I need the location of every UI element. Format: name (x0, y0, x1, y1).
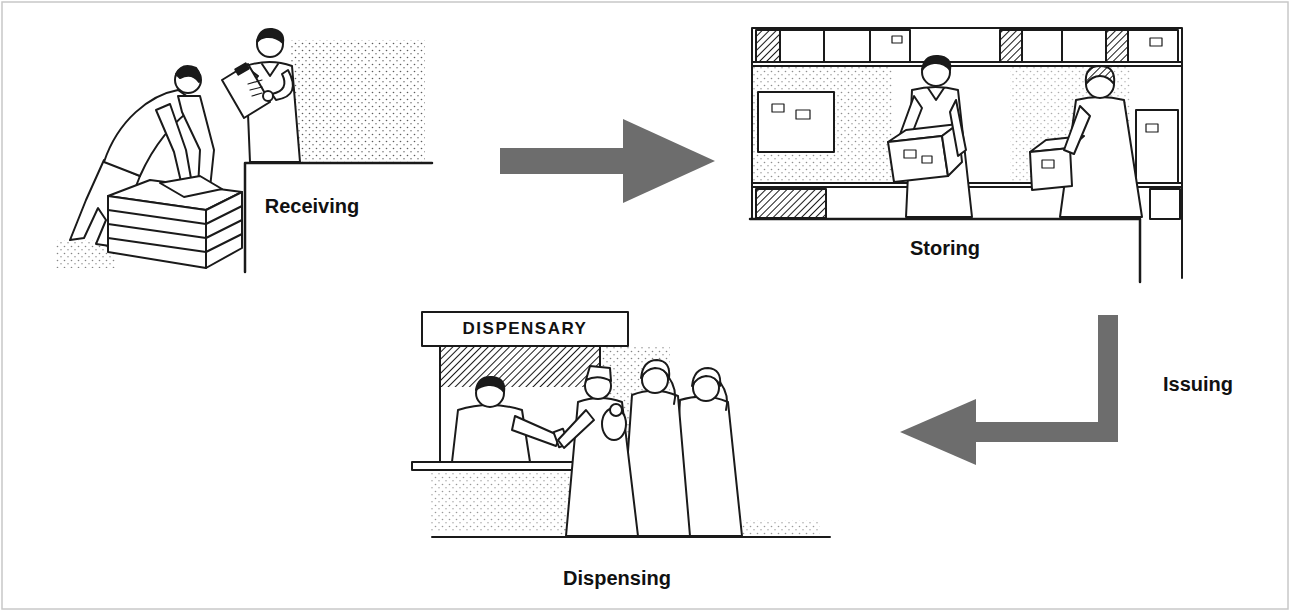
storing-illustration-part (1062, 30, 1106, 62)
dispensing-illustration-part (440, 347, 600, 387)
storing-illustration-part (1136, 110, 1178, 183)
receiving-illustration-part (206, 206, 242, 252)
dispensing-illustration-part (641, 360, 669, 378)
receiving-illustration-part (290, 40, 425, 162)
storing-illustration-part (752, 66, 892, 182)
storing-illustration-part (1106, 30, 1128, 62)
stage-caption: Dispensing (559, 566, 675, 590)
storing-illustration-part (756, 189, 826, 218)
storing-illustration-part (750, 219, 1140, 282)
receiving-illustration-part (263, 91, 273, 101)
storing-illustration-part (1060, 97, 1142, 217)
dispensing-illustration-part (720, 382, 727, 410)
receiving-illustration-part (108, 210, 206, 252)
stage-node: Dispensing (400, 320, 900, 605)
receiving-illustration-part (262, 64, 278, 76)
receiving-illustration-part (248, 80, 262, 96)
storing-illustration-part (1086, 66, 1114, 84)
dispensing-illustration-part (512, 416, 560, 446)
stage-node: Receiving (60, 15, 500, 277)
storing-illustration-part (824, 30, 870, 62)
dispensing-illustration-part (610, 404, 622, 416)
receiving-illustration-part (257, 29, 283, 43)
storing-illustration-part (904, 150, 916, 158)
storing-illustration-part (756, 30, 780, 62)
stage-node: Storing (715, 15, 1190, 315)
dispensing-illustration-part (422, 312, 628, 346)
storing-illustration-part (888, 136, 948, 182)
storing-illustration-part (922, 156, 932, 163)
storing-illustration-part (1150, 189, 1180, 219)
receiving-illustration-part (175, 67, 201, 93)
dispensing-illustration (412, 312, 830, 537)
storing-illustration-part (1000, 30, 1022, 62)
receiving-illustration-part (176, 66, 200, 82)
stage-caption: Receiving (261, 194, 363, 218)
receiving-illustration-part (272, 70, 293, 100)
dispensing-illustration-part (432, 536, 830, 538)
storing-illustration-part (1030, 148, 1072, 190)
dispensing-illustration-part (476, 377, 504, 392)
storing-illustration-part (950, 100, 966, 156)
receiving-illustration-part (222, 64, 270, 118)
storing-illustration-part (750, 220, 1140, 280)
storing-illustration-part (1128, 30, 1178, 62)
receiving-illustration-part (245, 163, 432, 272)
storing-illustration-part (1022, 30, 1062, 62)
storing-illustration-part (758, 92, 834, 152)
receiving-illustration-part (108, 196, 206, 268)
storing-illustration (750, 28, 1182, 282)
storing-illustration-part (780, 30, 824, 62)
storing-illustration-part (928, 88, 944, 100)
stage-caption: Storing (906, 236, 984, 260)
receiving-illustration-part (235, 63, 248, 74)
storing-illustration-part (772, 104, 784, 112)
storing-illustration-part (1064, 106, 1090, 154)
storing-illustration-part (870, 30, 910, 62)
flow-arrow (974, 315, 1108, 432)
storing-illustration-part (796, 110, 810, 119)
storing-illustration-part (1146, 124, 1158, 132)
storing-illustration-part (892, 36, 902, 43)
receiving-illustration-part (160, 176, 222, 197)
edge-label: Issuing (1160, 372, 1236, 396)
dispensing-illustration-part (692, 368, 720, 386)
receiving-illustration-part (178, 96, 214, 188)
receiving-illustration (56, 29, 432, 272)
dispensing-illustration-part (558, 410, 594, 448)
sign-text: DISPENSARY (463, 319, 588, 339)
receiving-illustration-part (206, 192, 242, 268)
dispensing-illustration-part (668, 376, 675, 404)
dispensing-illustration-part (452, 405, 530, 462)
dispensing-illustration-part (586, 366, 611, 381)
dispensing-illustration-part (430, 472, 570, 532)
flow-arrow (500, 148, 625, 174)
storing-illustration-part (1042, 160, 1054, 168)
storing-illustration-part (1150, 38, 1162, 46)
storing-illustration-part (922, 56, 950, 70)
